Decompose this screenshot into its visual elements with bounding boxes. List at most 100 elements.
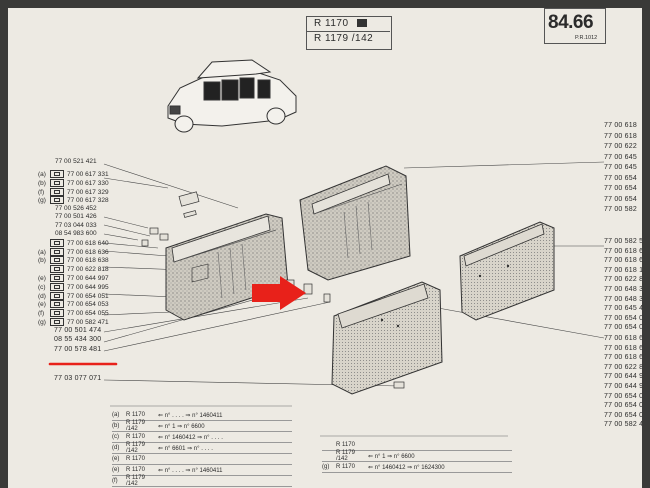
right-part-number: 77 00 645 [604,153,637,161]
right-part-number: 77 00 654 0 [604,314,642,322]
right-part-number: 77 00 654 05 [604,402,642,410]
left-part-row: (d) 77 00 654 051 [38,292,109,300]
panel-type-icon [50,318,64,326]
bottom-left-part-2: 08 55 434 300 [54,336,102,343]
left-part-row: (b)77 00 617 330 [38,179,109,187]
part-number: 77 00 618 640 [67,239,109,247]
panel-type-icon [50,265,64,273]
left-part-row: (e)77 00 654 053 [38,300,109,308]
left-part-row: 77 00 521 421 [38,158,97,165]
footer-table-left: (a)R 1170⇐ n° . . . . ⇒ n° 1460411(b)R 1… [112,410,292,487]
footer-model: R 1170 [336,464,355,470]
rear-upper-panel [299,165,411,281]
model-header-line-2: R 1179 /142 [314,33,374,44]
right-part-number: 77 00 618 [604,122,637,129]
page-number-box [544,8,606,44]
part-variant-key: (f) [38,309,45,317]
rear-door-trim-panel [331,281,443,395]
panel-type-icon [50,309,64,317]
part-number: 77 00 582 471 [67,318,109,326]
right-part-number: 77 00 648 3 [604,295,642,303]
panel-type-icon [50,274,64,282]
right-part-number: 77 00 644 99 [604,383,642,390]
footer-variant-key: (b) [112,423,120,429]
footer-row: (d) R 1179 /142 ⇐ n° 6601 ⇒ n° . . . . [112,442,292,454]
part-number: 77 00 526 452 [55,205,97,212]
part-number: 77 00 618 636 [67,248,109,256]
part-number: 77 00 521 421 [55,158,97,165]
panel-type-icon [50,256,64,264]
part-variant-key: (g) [38,318,46,326]
footer-row: (a)R 1170⇐ n° . . . . ⇒ n° 1460411 [112,410,292,421]
right-part-number: 77 00 622 8 [604,363,642,371]
highlighted-part-number: 77 00 578 481 [54,346,102,353]
panel-type-icon [50,188,64,196]
panel-type-icon [50,170,64,178]
footer-variant-key: (a) [112,412,120,418]
footer-model: R 1179 /142 [126,475,145,487]
panel-type-icon [50,179,64,187]
right-part-number: 77 00 645 42 [604,305,642,313]
door-side-icon [357,19,367,27]
page-number: 84.66 [548,12,594,33]
part-number: 77 00 654 051 [67,292,109,300]
left-part-row: (a) 77 00 617 331 [38,170,109,178]
footer-model: R 1170 [126,467,145,473]
part-variant-key: (c) [38,283,46,291]
left-part-row: (b) 77 00 618 638 [38,256,109,264]
part-number: 77 00 617 329 [67,188,109,196]
footer-serial-range: ⇐ n° . . . . ⇒ n° 1460411 [158,467,223,474]
right-part-number: 77 00 654 05 [604,411,642,419]
part-number: 77 00 618 638 [67,256,109,264]
panel-type-icon [50,283,64,291]
footer-row: (f) R 1179 /142 [112,475,292,487]
footer-variant-key: (e) [112,467,120,473]
footer-model: R 1170 [126,434,145,440]
footer-serial-range: ⇐ n° 6601 ⇒ n° . . . . [158,445,213,452]
footer-model: R 1179 /142 [126,442,145,454]
left-part-row: (g) 77 00 617 328 [38,196,109,204]
part-variant-key: (a) [38,248,46,256]
right-part-number: 77 00 648 3 [604,286,642,293]
footer-row: (e)R 1170 [112,454,292,465]
right-part-number: 77 00 654 0 [604,324,642,332]
footer-serial-range: ⇐ n° 1 ⇒ n° 6600 [368,453,415,460]
left-part-row: (f)77 00 617 329 [38,188,109,196]
part-number: 77 00 617 330 [67,179,109,187]
panel-type-icon [50,300,64,308]
footer-variant-key: (c) [112,434,119,440]
footer-variant-key: (e) [112,456,120,462]
footer-variant-key: (f) [112,478,118,484]
part-number: 77 00 617 328 [67,196,109,204]
right-part-number: 77 00 654 [604,195,637,203]
part-variant-key: (b) [38,256,46,264]
footer-serial-range: ⇐ n° 1460412 ⇒ n° 1624300 [368,464,445,471]
part-variant-key: (g) [38,196,46,204]
right-part-number: 77 00 654 05 [604,392,642,400]
part-variant-key: (a) [38,170,46,178]
left-part-row: 77 03 044 033 [38,222,97,229]
left-part-row: 77 00 501 426 [38,213,97,220]
red-arrow-icon [252,276,306,310]
footer-row: (b)R 1179 /142⇐ n° 1 ⇒ n° 6600 [112,420,292,432]
right-part-number: 77 00 582 5 [604,238,642,245]
right-part-number: 77 00 618 6 [604,335,642,342]
panel-type-icon [50,248,64,256]
left-part-row: (e) 77 00 644 997 [38,274,109,282]
right-part-number: 77 00 618 6 [604,354,642,362]
part-number: 77 00 617 331 [67,170,109,178]
footer-model: R 1179 /142 [336,450,355,462]
rear-quarter-panel [459,221,555,321]
part-number: 77 00 644 995 [67,283,109,291]
part-variant-key: (e) [38,300,46,308]
footer-variant-key: (d) [112,445,120,451]
panel-type-icon [50,196,64,204]
right-part-number: 77 00 618 [604,132,637,140]
part-variant-key: (d) [38,292,46,300]
part-number: 77 00 644 997 [67,274,109,282]
left-part-row: 77 00 618 640 [38,239,109,247]
panel-type-icon [50,239,64,247]
right-part-number: 77 00 618 1 [604,266,642,274]
footer-row: (g)R 1170⇐ n° 1460412 ⇒ n° 1624300 [322,462,512,473]
part-variant-key: (e) [38,274,46,282]
